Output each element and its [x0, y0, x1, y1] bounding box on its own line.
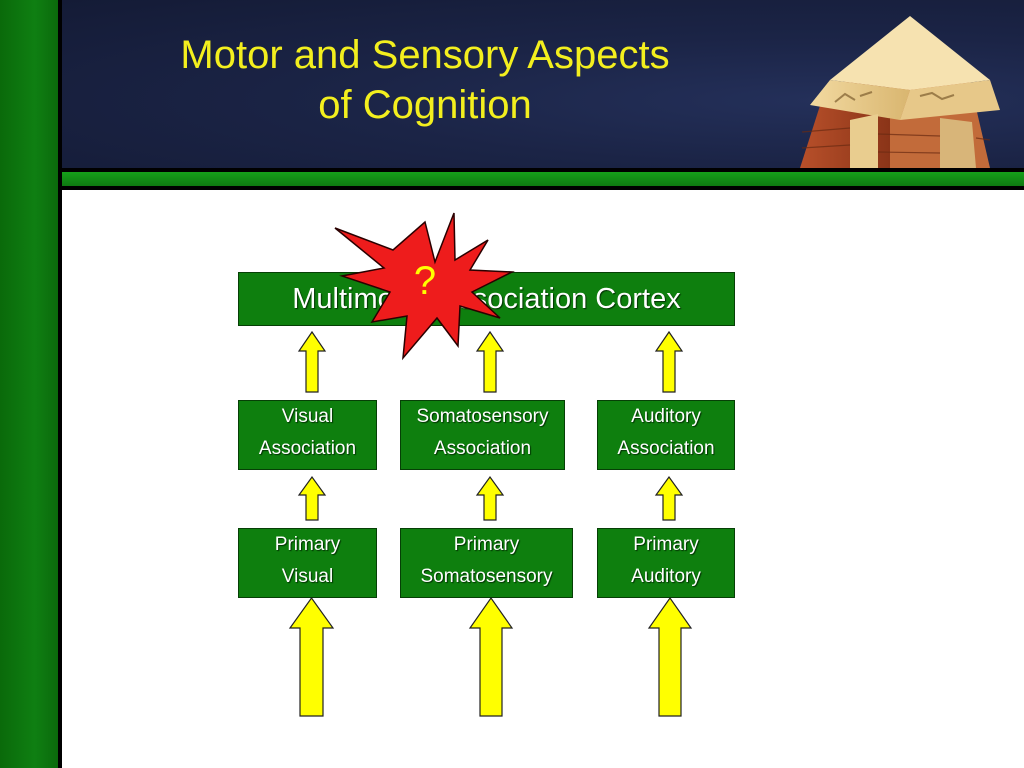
somatosensory-association-line2: Association: [433, 438, 532, 459]
arrow-input-auditory: [647, 596, 693, 717]
visual-association-line1: Visual: [281, 406, 334, 427]
arrow-up-primary-somato: [475, 475, 505, 521]
arrow-up-primary-auditory: [654, 475, 684, 521]
burst-question-mark: ?: [413, 259, 437, 303]
slide-title-line1: Motor and Sensory Aspects: [180, 33, 670, 77]
visual-association-line2: Association: [258, 438, 357, 459]
primary-visual-box: Primary Visual: [238, 528, 377, 598]
slide-title: Motor and Sensory Aspects of Cognition: [110, 30, 740, 130]
primary-auditory-line2: Auditory: [631, 566, 701, 587]
somatosensory-association-box: Somatosensory Association: [400, 400, 565, 470]
primary-somatosensory-line2: Somatosensory: [420, 566, 553, 587]
primary-somatosensory-line1: Primary: [453, 534, 520, 555]
arrow-up-somato-to-multimodal: [475, 330, 505, 393]
header-green-stripe: [62, 172, 1024, 186]
primary-auditory-line1: Primary: [633, 534, 699, 555]
somatosensory-association-line1: Somatosensory: [416, 406, 549, 427]
primary-visual-line1: Primary: [274, 534, 341, 555]
visual-association-box: Visual Association: [238, 400, 377, 470]
arrow-up-visual-to-multimodal: [297, 330, 327, 393]
primary-somatosensory-box: Primary Somatosensory: [400, 528, 573, 598]
arrow-input-somatosensory: [468, 596, 514, 717]
slide-title-line2: of Cognition: [318, 83, 532, 127]
auditory-association-box: Auditory Association: [597, 400, 735, 470]
header-divider-top: [62, 168, 1024, 172]
left-green-bar: [0, 0, 62, 768]
auditory-association-line1: Auditory: [631, 406, 701, 427]
arrow-input-visual: [288, 596, 335, 717]
explosion-burst-shape: [334, 212, 515, 361]
arrow-up-primary-visual: [297, 475, 327, 521]
auditory-association-line2: Association: [617, 438, 715, 459]
primary-auditory-box: Primary Auditory: [597, 528, 735, 598]
primary-visual-line2: Visual: [281, 566, 334, 587]
header-divider-bottom: [62, 186, 1024, 190]
brick-tower-image: [800, 16, 1000, 168]
arrow-up-auditory-to-multimodal: [654, 330, 684, 393]
